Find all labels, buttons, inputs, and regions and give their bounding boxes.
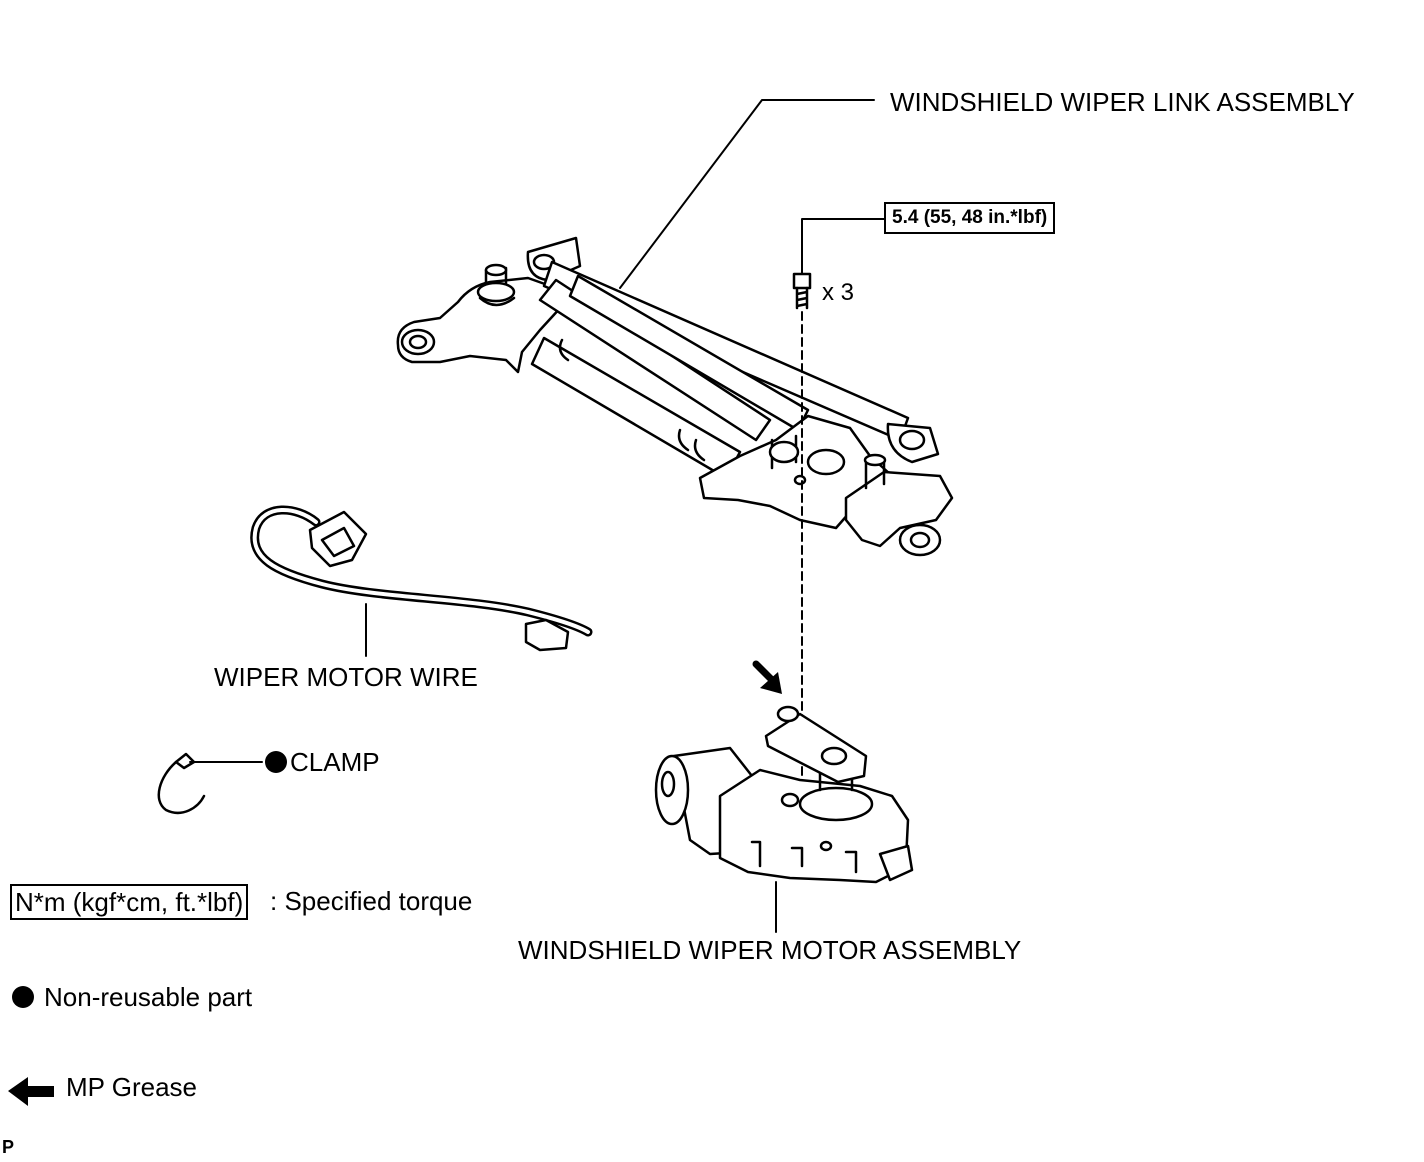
motor-assembly-label: WINDSHIELD WIPER MOTOR ASSEMBLY (518, 935, 1022, 965)
wiper-link-assembly-drawing (396, 236, 954, 557)
torque-leader (801, 218, 885, 275)
left-arrow-icon (8, 1077, 54, 1106)
diagonal-arrow-icon (752, 660, 782, 694)
grease-legend-label: MP Grease (66, 1072, 198, 1102)
motor-wire-label: WIPER MOTOR WIRE (214, 662, 478, 692)
torque-spec-box: 5.4 (55, 48 in.*lbf) (884, 202, 1056, 234)
wiper-motor-assembly-drawing (654, 705, 914, 884)
wiper-motor-wire-drawing (250, 505, 593, 652)
non-reusable-icon (265, 751, 287, 773)
bolt-quantity: x 3 (822, 279, 855, 306)
clamp-drawing (157, 752, 206, 815)
page-code: P (2, 1137, 15, 1157)
filled-circle-icon (12, 986, 34, 1008)
link-assembly-label: WINDSHIELD WIPER LINK ASSEMBLY (890, 87, 1355, 117)
torque-legend-box: N*m (kgf*cm, ft.*lbf) (10, 884, 249, 920)
clamp-label: CLAMP (290, 747, 380, 777)
link-assembly-leader (619, 99, 875, 289)
non-reusable-legend-label: Non-reusable part (44, 982, 253, 1012)
torque-legend-desc: : Specified torque (270, 886, 473, 916)
bolt-icon (792, 272, 812, 310)
